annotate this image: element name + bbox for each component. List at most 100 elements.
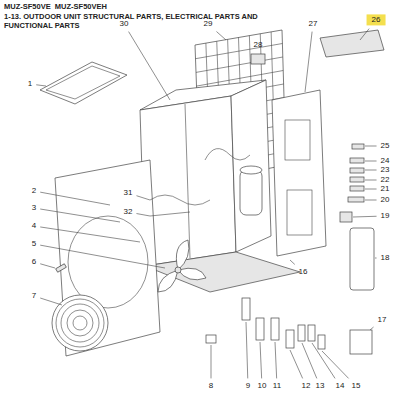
leader-line bbox=[353, 216, 377, 218]
leader-line bbox=[290, 350, 303, 378]
leader-line bbox=[40, 264, 55, 268]
service-panel-outline bbox=[272, 90, 326, 256]
callout-number: 13 bbox=[315, 381, 326, 390]
leader-line bbox=[136, 196, 150, 200]
service-panel bbox=[272, 90, 326, 256]
foot bbox=[206, 335, 216, 343]
callout-number: 28 bbox=[253, 40, 264, 49]
leader-line bbox=[216, 32, 226, 40]
callout-number: 14 bbox=[335, 381, 346, 390]
callout-number: 7 bbox=[31, 291, 37, 300]
connector bbox=[350, 177, 364, 182]
grid-line bbox=[196, 44, 283, 59]
connector bbox=[350, 186, 364, 191]
grille-outline bbox=[52, 295, 108, 351]
service-panel-plate bbox=[287, 190, 312, 235]
callout-number: 16 bbox=[298, 267, 309, 276]
service-panel-plate bbox=[285, 120, 310, 160]
cover bbox=[350, 330, 372, 354]
leader-line bbox=[322, 351, 349, 378]
valve bbox=[242, 298, 250, 320]
callout-number: 18 bbox=[380, 253, 391, 262]
callout-number: 12 bbox=[301, 381, 312, 390]
valve bbox=[271, 318, 279, 340]
callout-number: 32 bbox=[123, 207, 134, 216]
grille-ring bbox=[56, 299, 104, 347]
callout-number: 10 bbox=[257, 381, 268, 390]
grille-rings bbox=[56, 299, 104, 347]
callout-number: 26 bbox=[367, 14, 386, 25]
leader-line bbox=[40, 245, 165, 268]
connector bbox=[352, 144, 364, 149]
electrical-box bbox=[350, 228, 374, 290]
fan bbox=[158, 240, 206, 292]
top-panel-rim bbox=[46, 66, 120, 99]
callout-number: 11 bbox=[272, 381, 282, 390]
leader-line bbox=[365, 180, 377, 181]
callout-number: 4 bbox=[31, 221, 37, 230]
callout-number: 6 bbox=[31, 257, 37, 266]
leader-line bbox=[40, 227, 140, 242]
callout-number: 5 bbox=[31, 239, 37, 248]
connector bbox=[350, 158, 364, 163]
valve bbox=[308, 325, 315, 341]
fan-opening bbox=[68, 216, 148, 308]
leader-line bbox=[136, 214, 150, 216]
grille-ring bbox=[67, 310, 93, 336]
callout-number: 3 bbox=[31, 203, 37, 212]
leader-line bbox=[260, 342, 262, 378]
valve bbox=[256, 318, 264, 340]
callout-number: 24 bbox=[380, 156, 391, 165]
fan-hub bbox=[175, 267, 181, 273]
callout-number: 8 bbox=[208, 381, 214, 390]
screw bbox=[56, 264, 67, 272]
compressor bbox=[240, 170, 262, 215]
callout-number: 22 bbox=[380, 175, 391, 184]
propeller bbox=[158, 240, 206, 292]
leader-line bbox=[302, 343, 317, 378]
leader-line bbox=[275, 342, 277, 378]
leader-line bbox=[40, 209, 120, 222]
leader-line bbox=[290, 260, 295, 264]
leader-line bbox=[365, 161, 377, 162]
callout-number: 29 bbox=[203, 19, 214, 28]
leader-line bbox=[375, 258, 377, 259]
sensor-wires bbox=[150, 195, 210, 216]
partition bbox=[185, 104, 190, 258]
cabinet-side bbox=[231, 80, 271, 252]
callout-number: 15 bbox=[351, 381, 362, 390]
grille-ring bbox=[73, 316, 87, 330]
leader-line bbox=[365, 146, 377, 147]
terminal bbox=[340, 212, 352, 222]
leader-line bbox=[370, 327, 374, 330]
leader-line bbox=[40, 192, 110, 205]
callout-number: 17 bbox=[377, 315, 388, 324]
leader-line bbox=[129, 32, 170, 100]
callout-number: 25 bbox=[380, 141, 391, 150]
top-panel bbox=[40, 62, 127, 104]
model-title: MUZ-SF50VE MUZ-SF50VEH bbox=[4, 3, 107, 12]
leader-lines bbox=[36, 29, 376, 379]
callout-number: 19 bbox=[380, 211, 391, 220]
leader-line bbox=[365, 170, 377, 171]
leader-line bbox=[40, 298, 62, 305]
connector bbox=[350, 168, 364, 173]
callout-number: 9 bbox=[245, 381, 251, 390]
grille-ring bbox=[61, 304, 99, 342]
leader-line bbox=[360, 29, 369, 40]
pcb bbox=[320, 30, 384, 57]
valve bbox=[286, 330, 294, 348]
reactor bbox=[251, 54, 265, 64]
callout-number: 30 bbox=[119, 19, 130, 28]
leader-line bbox=[305, 32, 312, 92]
callout-number: 2 bbox=[31, 186, 37, 195]
section-heading: 1-13. OUTDOOR UNIT STRUCTURAL PARTS, ELE… bbox=[4, 13, 269, 30]
connectors bbox=[340, 144, 364, 222]
leader-line bbox=[36, 85, 46, 86]
callout-number: 27 bbox=[308, 19, 319, 28]
callout-number: 21 bbox=[380, 184, 391, 193]
callout-number: 1 bbox=[27, 79, 33, 88]
leader-line bbox=[246, 322, 248, 378]
